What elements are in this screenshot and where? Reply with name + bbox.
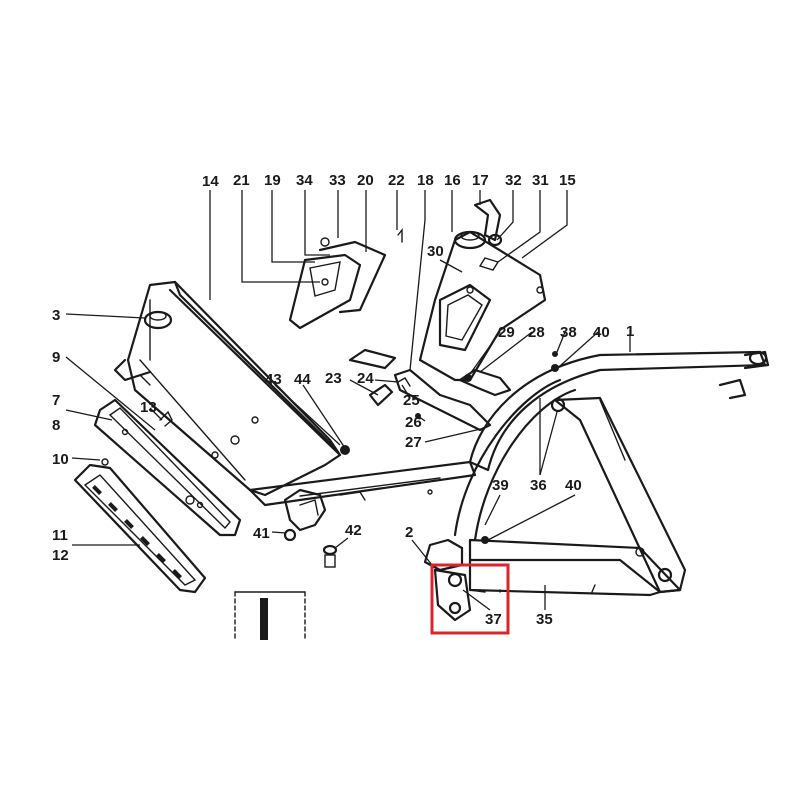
callout-39: 39 <box>492 477 509 494</box>
frame-drawing <box>73 198 770 641</box>
callout-11: 11 <box>52 527 68 544</box>
callout-15: 15 <box>559 172 576 189</box>
callout-32: 32 <box>505 172 522 189</box>
highlight-box <box>430 563 510 635</box>
callout-13: 13 <box>140 399 157 416</box>
callout-40-lower: 40 <box>565 477 582 494</box>
callout-35: 35 <box>536 611 553 628</box>
callout-30: 30 <box>427 243 444 260</box>
callout-24: 24 <box>357 370 374 387</box>
callout-42: 42 <box>345 522 362 539</box>
callout-14: 14 <box>202 173 219 190</box>
callout-44: 44 <box>294 371 311 388</box>
callout-40-top: 40 <box>593 324 610 341</box>
callout-16: 16 <box>444 172 461 189</box>
callout-1: 1 <box>626 323 634 340</box>
leader-lines <box>65 190 631 611</box>
callout-8: 8 <box>52 417 60 434</box>
callout-labels: 14 21 19 34 33 20 22 18 16 17 32 31 15 3… <box>52 172 634 628</box>
callout-37: 37 <box>485 611 502 628</box>
callout-10: 10 <box>52 451 69 468</box>
callout-12: 12 <box>52 547 69 564</box>
callout-26: 26 <box>405 414 422 431</box>
callout-3: 3 <box>52 307 60 324</box>
callout-18: 18 <box>417 172 434 189</box>
callout-41: 41 <box>253 525 270 542</box>
callout-43: 43 <box>265 371 282 388</box>
callout-7: 7 <box>52 392 60 409</box>
callout-2: 2 <box>405 524 413 541</box>
callout-20: 20 <box>357 172 374 189</box>
callout-28: 28 <box>528 324 545 341</box>
callout-29: 29 <box>498 324 515 341</box>
callout-34: 34 <box>296 172 313 189</box>
callout-23: 23 <box>325 370 342 387</box>
callout-31: 31 <box>532 172 549 189</box>
callout-33: 33 <box>329 172 346 189</box>
callout-27: 27 <box>405 434 422 451</box>
callout-17: 17 <box>472 172 489 189</box>
callout-25: 25 <box>403 392 420 409</box>
callout-9: 9 <box>52 349 60 366</box>
callout-21: 21 <box>233 172 250 189</box>
callout-36: 36 <box>530 477 547 494</box>
callout-19: 19 <box>264 172 281 189</box>
callout-38: 38 <box>560 324 577 341</box>
callout-22: 22 <box>388 172 405 189</box>
